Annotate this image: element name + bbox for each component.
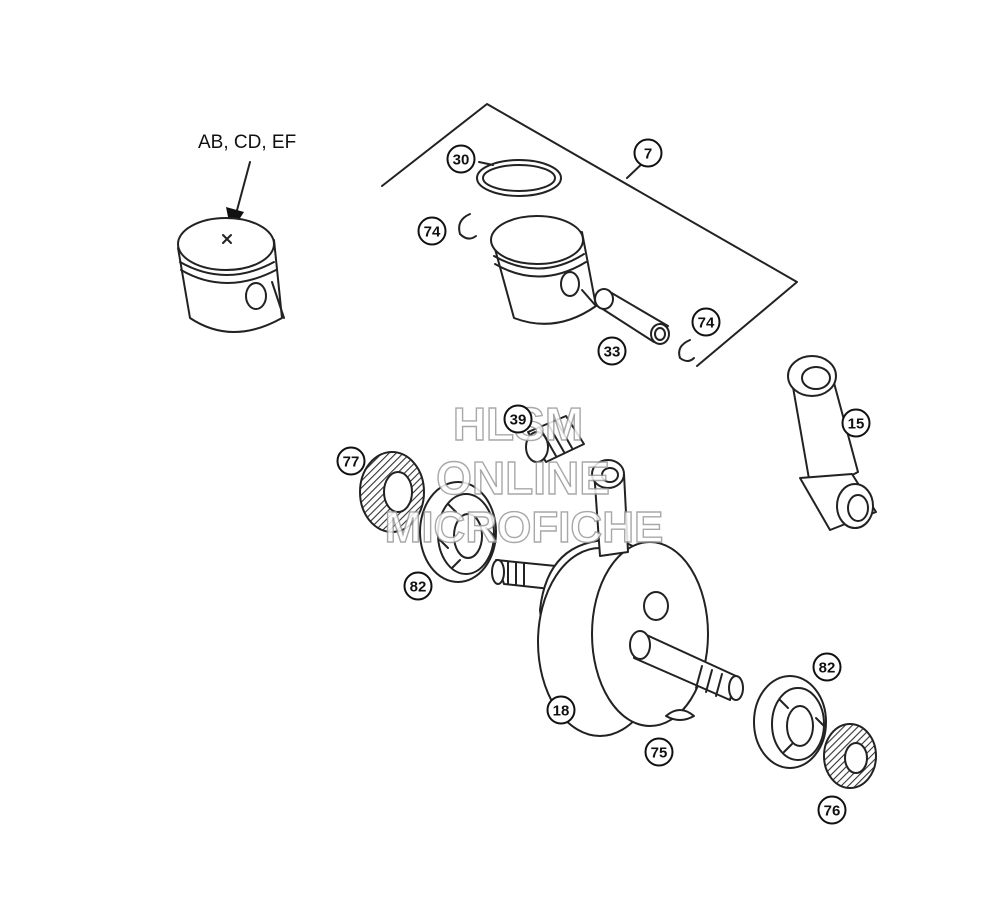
watermark-line-2: ONLINE (436, 452, 610, 504)
variant-label: AB, CD, EF (198, 132, 296, 153)
callout-30[interactable]: 30 (446, 144, 476, 174)
svg-text:82: 82 (819, 660, 836, 677)
callout-74-left[interactable]: 74 (417, 216, 447, 246)
svg-text:30: 30 (453, 152, 470, 169)
svg-text:82: 82 (410, 579, 427, 596)
callouts: 30 7 74 74 33 15 39 77 82 82 18 75 76 (336, 138, 871, 825)
callout-39[interactable]: 39 (503, 404, 533, 434)
callout-7[interactable]: 7 (633, 138, 663, 168)
circlip-left (458, 213, 477, 240)
piston-pin (594, 288, 670, 345)
piston-kit-group (381, 103, 798, 367)
svg-text:74: 74 (698, 315, 715, 332)
svg-text:74: 74 (424, 224, 441, 241)
woodruff-key (665, 709, 695, 721)
connecting-rod (787, 355, 877, 531)
svg-text:7: 7 (644, 146, 652, 163)
callout-15[interactable]: 15 (841, 408, 871, 438)
piston (490, 215, 597, 325)
callout-82-left[interactable]: 82 (403, 571, 433, 601)
svg-text:75: 75 (651, 745, 668, 762)
needle-bearing (525, 415, 585, 463)
seal-left (359, 451, 425, 533)
watermark-line-3: MICROFICHE (385, 503, 664, 552)
variant-arrow-shaft (235, 161, 251, 215)
piston-ring (476, 159, 562, 197)
callout-33[interactable]: 33 (597, 336, 627, 366)
callout-74-right[interactable]: 74 (691, 307, 721, 337)
circlip-right (678, 339, 695, 362)
callout-18[interactable]: 18 (546, 695, 576, 725)
callout-75[interactable]: 75 (644, 737, 674, 767)
svg-text:77: 77 (343, 454, 360, 471)
seal-right (823, 723, 877, 789)
svg-text:33: 33 (604, 344, 621, 361)
svg-text:18: 18 (553, 703, 570, 720)
crankshaft (491, 459, 744, 737)
callout-76[interactable]: 76 (817, 795, 847, 825)
bearing-left (419, 481, 497, 583)
svg-text:15: 15 (848, 416, 865, 433)
callout-77[interactable]: 77 (336, 446, 366, 476)
svg-text:76: 76 (824, 803, 841, 820)
svg-text:39: 39 (510, 412, 527, 429)
variant-piston: AB, CD, EF (177, 132, 296, 333)
bearing-right (753, 675, 827, 769)
callout-82-right[interactable]: 82 (812, 652, 842, 682)
